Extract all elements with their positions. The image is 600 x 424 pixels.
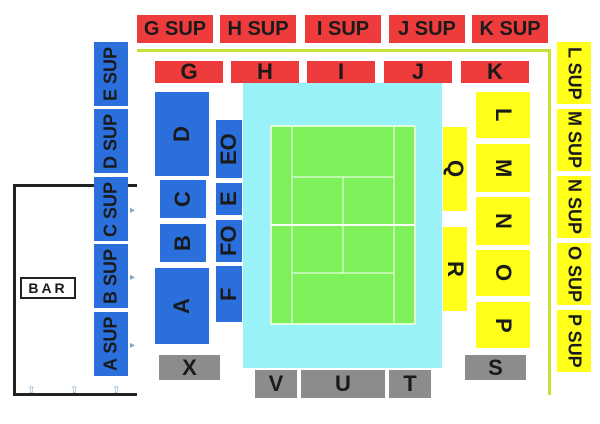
section-l-sup[interactable]: L SUP — [557, 42, 591, 104]
section-h[interactable]: H — [231, 59, 299, 84]
section-c[interactable]: C — [160, 180, 206, 218]
section-m-sup[interactable]: M SUP — [557, 109, 591, 171]
section-j-sup[interactable]: J SUP — [389, 15, 465, 43]
section-p[interactable]: P — [476, 302, 530, 348]
entrance-arrow-1: ⇧ — [27, 385, 36, 396]
section-d[interactable]: D — [155, 92, 209, 176]
section-j[interactable]: J — [384, 59, 452, 84]
section-o-sup[interactable]: O SUP — [557, 243, 591, 305]
section-n-sup[interactable]: N SUP — [557, 176, 591, 238]
section-i[interactable]: I — [307, 59, 375, 84]
tennis-court — [270, 125, 416, 325]
section-g-sup[interactable]: G SUP — [137, 15, 213, 43]
stadium-outline — [137, 49, 551, 395]
section-eo[interactable]: EO — [216, 120, 242, 178]
section-r[interactable]: R — [443, 227, 468, 311]
section-b[interactable]: B — [160, 224, 206, 262]
section-a-sup[interactable]: A SUP — [94, 312, 128, 376]
section-i-sup[interactable]: I SUP — [305, 15, 381, 43]
section-p-sup[interactable]: P SUP — [557, 310, 591, 372]
section-o[interactable]: O — [476, 250, 530, 296]
section-g[interactable]: G — [155, 59, 223, 84]
section-f[interactable]: F — [216, 266, 242, 322]
section-m[interactable]: M — [476, 144, 530, 192]
stair-arrow-b: ▸ — [130, 272, 136, 283]
section-b-sup[interactable]: B SUP — [94, 244, 128, 308]
section-a[interactable]: A — [155, 268, 209, 344]
bar-enclosure-outline — [13, 184, 137, 396]
section-l[interactable]: L — [476, 92, 530, 138]
court-lines — [270, 125, 416, 325]
stair-arrow-c: ▸ — [130, 205, 136, 216]
section-h-sup[interactable]: H SUP — [220, 15, 296, 43]
section-c-sup[interactable]: C SUP — [94, 177, 128, 241]
section-fo[interactable]: FO — [216, 220, 242, 262]
section-q[interactable]: Q — [443, 127, 468, 211]
entrance-arrow-2: ⇧ — [70, 385, 79, 396]
section-k-sup[interactable]: K SUP — [472, 15, 548, 43]
section-s[interactable]: S — [465, 355, 526, 380]
section-t[interactable]: T — [389, 370, 431, 398]
section-e[interactable]: E — [216, 183, 242, 215]
section-u[interactable]: U — [301, 370, 385, 398]
stair-arrow-a: ▸ — [130, 340, 136, 351]
section-x[interactable]: X — [159, 355, 220, 380]
bar-label: BAR — [20, 277, 76, 299]
section-n[interactable]: N — [476, 197, 530, 245]
section-e-sup[interactable]: E SUP — [94, 42, 128, 106]
section-d-sup[interactable]: D SUP — [94, 109, 128, 173]
section-k[interactable]: K — [461, 59, 529, 84]
section-v[interactable]: V — [255, 370, 297, 398]
entrance-arrow-3: ⇧ — [112, 385, 121, 396]
